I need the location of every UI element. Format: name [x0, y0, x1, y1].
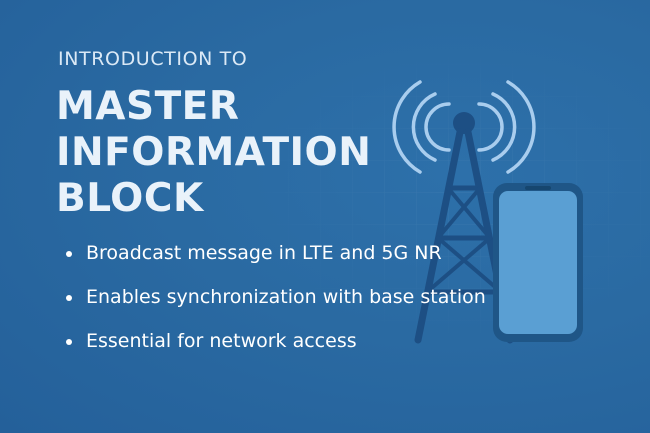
title-line-1: MASTER: [56, 84, 240, 129]
signal-waves-icon: [392, 80, 536, 174]
smartphone-icon: [493, 183, 583, 342]
bullet-text: Essential for network access: [86, 330, 357, 352]
tower-illustration: [392, 80, 583, 344]
bullet-item: Broadcast message in LTE and 5G NR: [64, 238, 486, 268]
bullet-list: Broadcast message in LTE and 5G NR Enabl…: [64, 238, 486, 370]
title-line-3: BLOCK: [56, 176, 204, 221]
bullet-dot-icon: [66, 295, 72, 301]
bullet-dot-icon: [66, 251, 72, 257]
slide-title: MASTER INFORMATION BLOCK: [56, 84, 371, 222]
bullet-text: Enables synchronization with base statio…: [86, 286, 486, 308]
slide-subtitle: INTRODUCTION TO: [58, 48, 248, 70]
bullet-item: Enables synchronization with base statio…: [64, 282, 486, 312]
title-line-2: INFORMATION: [56, 130, 372, 175]
bullet-text: Broadcast message in LTE and 5G NR: [86, 242, 442, 264]
bullet-item: Essential for network access: [64, 326, 486, 356]
bullet-dot-icon: [66, 339, 72, 345]
